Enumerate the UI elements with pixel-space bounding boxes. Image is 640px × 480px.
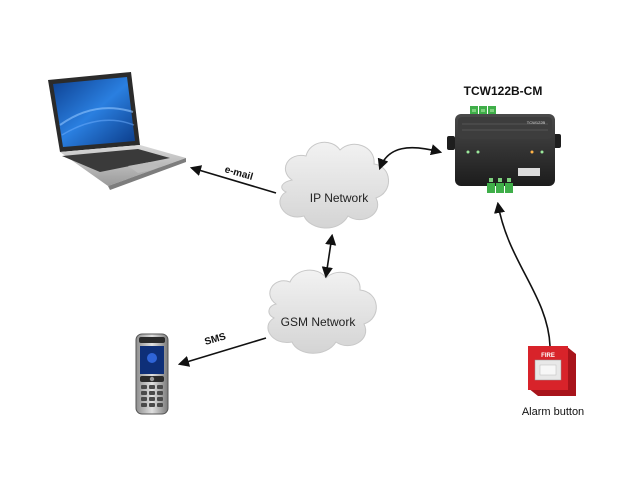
alarm-button-label: Alarm button [522, 406, 584, 418]
alarm-button-icon: FIRE [528, 346, 576, 396]
email-label: e-mail [223, 164, 254, 183]
ip-network-label: IP Network [310, 191, 369, 205]
alarm-device-arrow [494, 201, 551, 347]
laptop-icon [48, 72, 186, 190]
ip-network-cloud: IP Network [279, 141, 389, 229]
gsm-network-label: GSM Network [281, 315, 357, 329]
device-title: TCW122B-CM [464, 84, 543, 98]
sms-label: SMS [203, 331, 227, 348]
tcw122b-device: TCW122B [447, 106, 561, 193]
mobile-phone-icon [135, 333, 169, 415]
ip-device-arrow [377, 144, 443, 171]
sms-arrow [177, 337, 267, 367]
gsm-network-cloud: GSM Network [267, 269, 377, 354]
email-arrow [189, 165, 277, 194]
fire-label: FIRE [541, 353, 555, 359]
device-brand-label: TCW122B [527, 120, 546, 125]
ip-gsm-arrow [321, 233, 337, 279]
